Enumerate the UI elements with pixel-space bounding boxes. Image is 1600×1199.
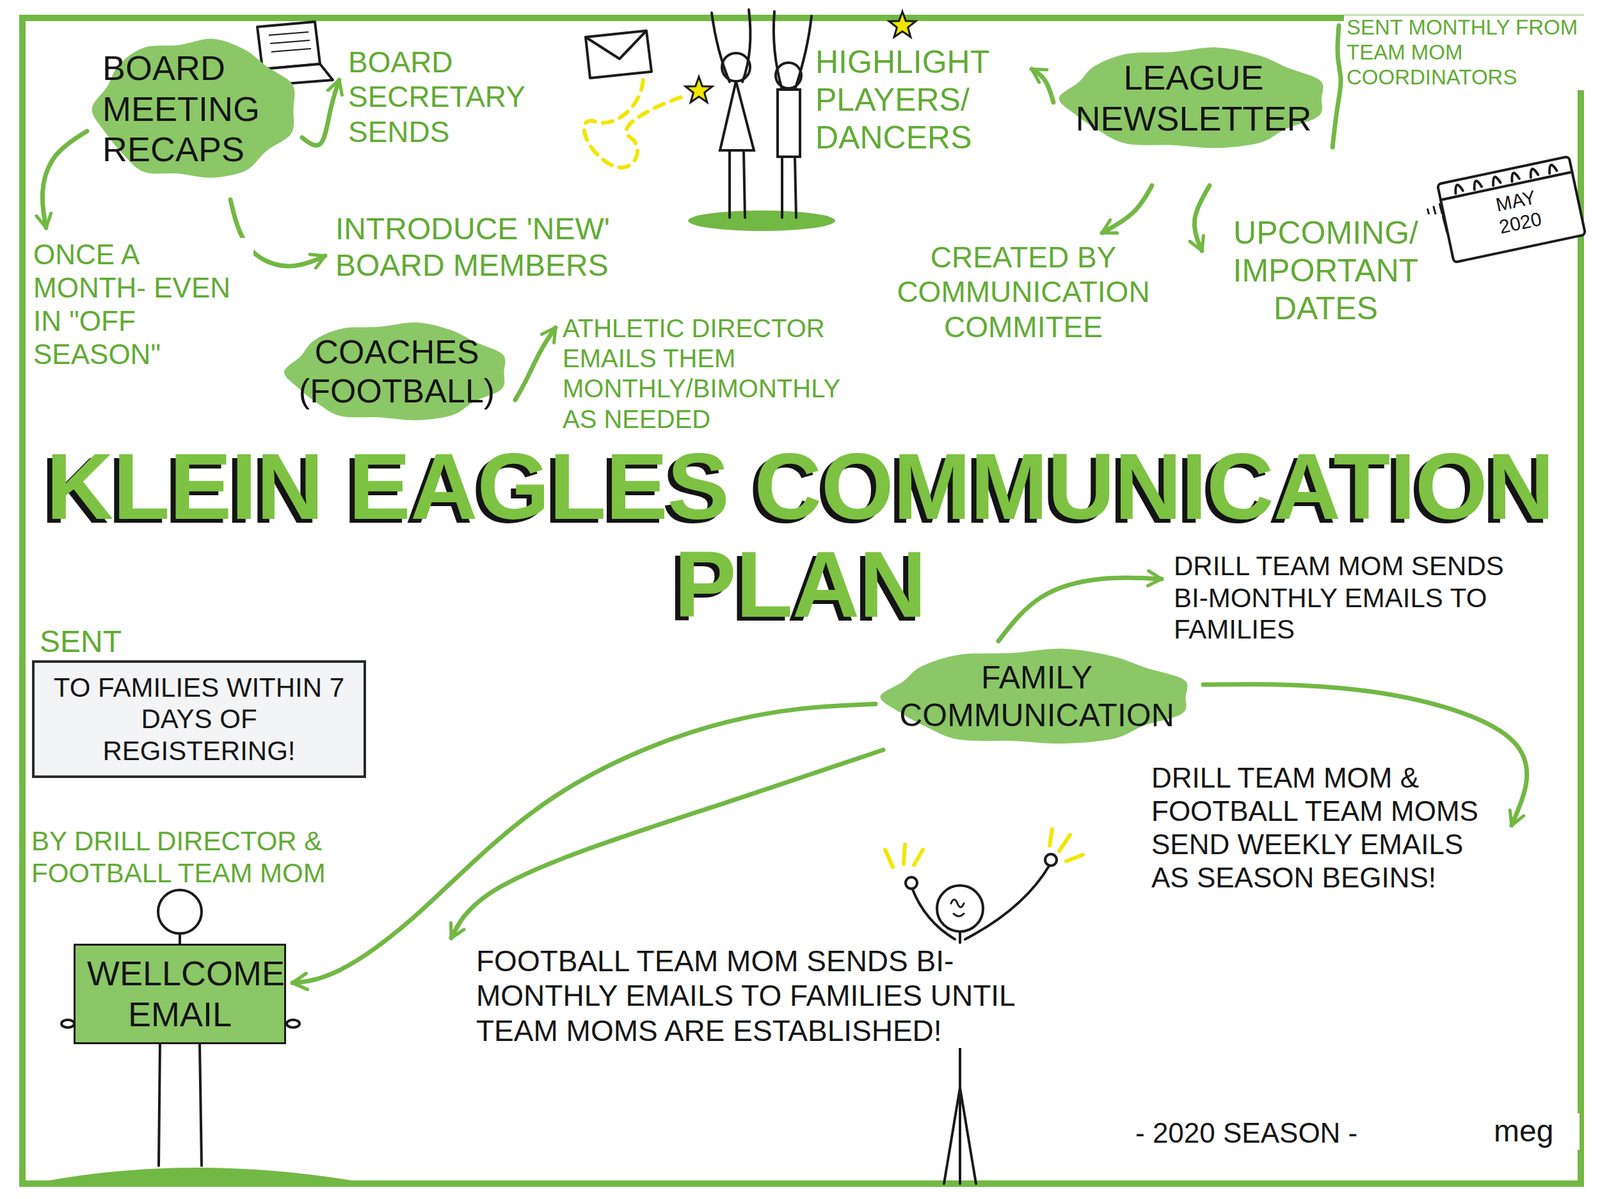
envelope-icon xyxy=(585,30,652,79)
envelope-icon xyxy=(585,30,652,79)
cheering-person xyxy=(905,877,918,889)
cheering-people xyxy=(688,210,836,232)
blob-label: LEAGUE NEWSLETTER xyxy=(1068,57,1319,139)
annotation-note: UPCOMING/ IMPORTANT DATES xyxy=(1209,214,1442,328)
calendar-icon xyxy=(1437,156,1586,263)
annotation-note: CREATED BY COMMUNICATION COMMITEE xyxy=(880,240,1167,345)
notice-box-outline: TO FAMILIES WITHIN 7 DAYS OF REGISTERING… xyxy=(32,660,367,779)
cheering-people xyxy=(782,156,797,218)
cheering-people xyxy=(711,9,751,82)
cheering-people xyxy=(729,150,745,218)
annotation-note: FOOTBALL TEAM MOM SENDS BI-MONTHLY EMAIL… xyxy=(473,944,1094,1049)
welcome-person xyxy=(286,1020,300,1028)
annotation-note: ONCE A MONTH- EVEN IN "OFF SEASON" xyxy=(30,238,254,372)
leader-arrow xyxy=(451,750,884,939)
flight-trail xyxy=(584,80,685,168)
laptop-icon xyxy=(268,32,312,52)
cheering-person xyxy=(951,899,964,917)
leader-arrow xyxy=(42,131,88,228)
artist-signature: meg xyxy=(1491,1113,1580,1151)
cheering-person xyxy=(885,829,1083,868)
box-heading: SENT xyxy=(32,624,367,661)
leader-arrow xyxy=(515,327,556,400)
leader-arrow xyxy=(1031,69,1054,103)
annotation-note: INTRODUCE 'NEW' BOARD MEMBERS xyxy=(332,211,671,284)
topic-blob: FAMILY COMMUNICATION xyxy=(876,646,1197,748)
leader-arrow xyxy=(1194,185,1210,251)
welcome-person xyxy=(61,1020,75,1028)
sign-label: WELLCOME EMAIL xyxy=(87,953,273,1035)
topic-blob: COACHES (FOOTBALL) xyxy=(281,320,512,425)
leader-arrow xyxy=(998,577,1162,642)
annotation-note: DRILL TEAM MOM SENDS BI-MONTHLY EMAILS T… xyxy=(1171,550,1522,646)
annotation-note: ATHLETIC DIRECTOR EMAILS THEM MONTHLY/BI… xyxy=(560,313,866,435)
cheering-person xyxy=(936,885,984,932)
page-frame xyxy=(22,17,1581,1184)
cheering-people xyxy=(773,11,812,90)
box-body: TO FAMILIES WITHIN 7 DAYS OF REGISTERING… xyxy=(48,672,350,768)
star-icon xyxy=(888,11,916,38)
blob-fill xyxy=(880,648,1188,744)
annotation-note: SENT MONTHLY FROM TEAM MOM COORDINATORS xyxy=(1344,15,1586,91)
annotation-note: HIGHLIGHT PLAYERS/ DANCERS xyxy=(812,43,1030,157)
cheering-person xyxy=(1045,854,1057,866)
welcome-person xyxy=(25,890,378,1186)
annotation-note: - 2020 SEASON - xyxy=(1132,1116,1394,1151)
blob-fill xyxy=(1059,47,1324,148)
blob-label: BOARD MEETING RECAPS xyxy=(102,48,288,171)
laptop-icon xyxy=(257,21,320,70)
calendar-icon xyxy=(1422,156,1586,266)
blob-fill xyxy=(284,322,506,421)
welcome-sign: WELLCOME EMAIL xyxy=(73,944,287,1045)
cheering-people xyxy=(777,89,800,157)
topic-blob: BOARD MEETING RECAPS xyxy=(89,35,301,184)
blob-label: COACHES (FOOTBALL) xyxy=(294,332,500,412)
leader-arrow xyxy=(1102,185,1152,233)
envelope-icon xyxy=(585,30,647,59)
cheering-person xyxy=(912,865,1050,940)
notice-box: SENT TO FAMILIES WITHIN 7 DAYS OF REGISTE… xyxy=(32,624,367,779)
welcome-person xyxy=(25,1168,378,1186)
blob-fill xyxy=(92,39,296,178)
annotation-note: BY DRILL DIRECTOR & FOOTBALL TEAM MOM xyxy=(28,825,399,889)
calendar-icon xyxy=(1454,163,1558,194)
star-icon xyxy=(685,76,713,103)
annotation-note: BOARD SECRETARY SENDS xyxy=(345,44,562,150)
welcome-person xyxy=(158,1043,202,1167)
topic-blob: LEAGUE NEWSLETTER xyxy=(1056,44,1332,152)
leader-arrow xyxy=(302,80,340,146)
blob-label: FAMILY COMMUNICATION xyxy=(889,659,1184,735)
annotation-note: DRILL TEAM MOM & FOOTBALL TEAM MOMS SEND… xyxy=(1148,761,1503,895)
cheering-people xyxy=(720,81,754,151)
welcome-person xyxy=(158,890,202,934)
leader-arrow xyxy=(1332,25,1341,148)
